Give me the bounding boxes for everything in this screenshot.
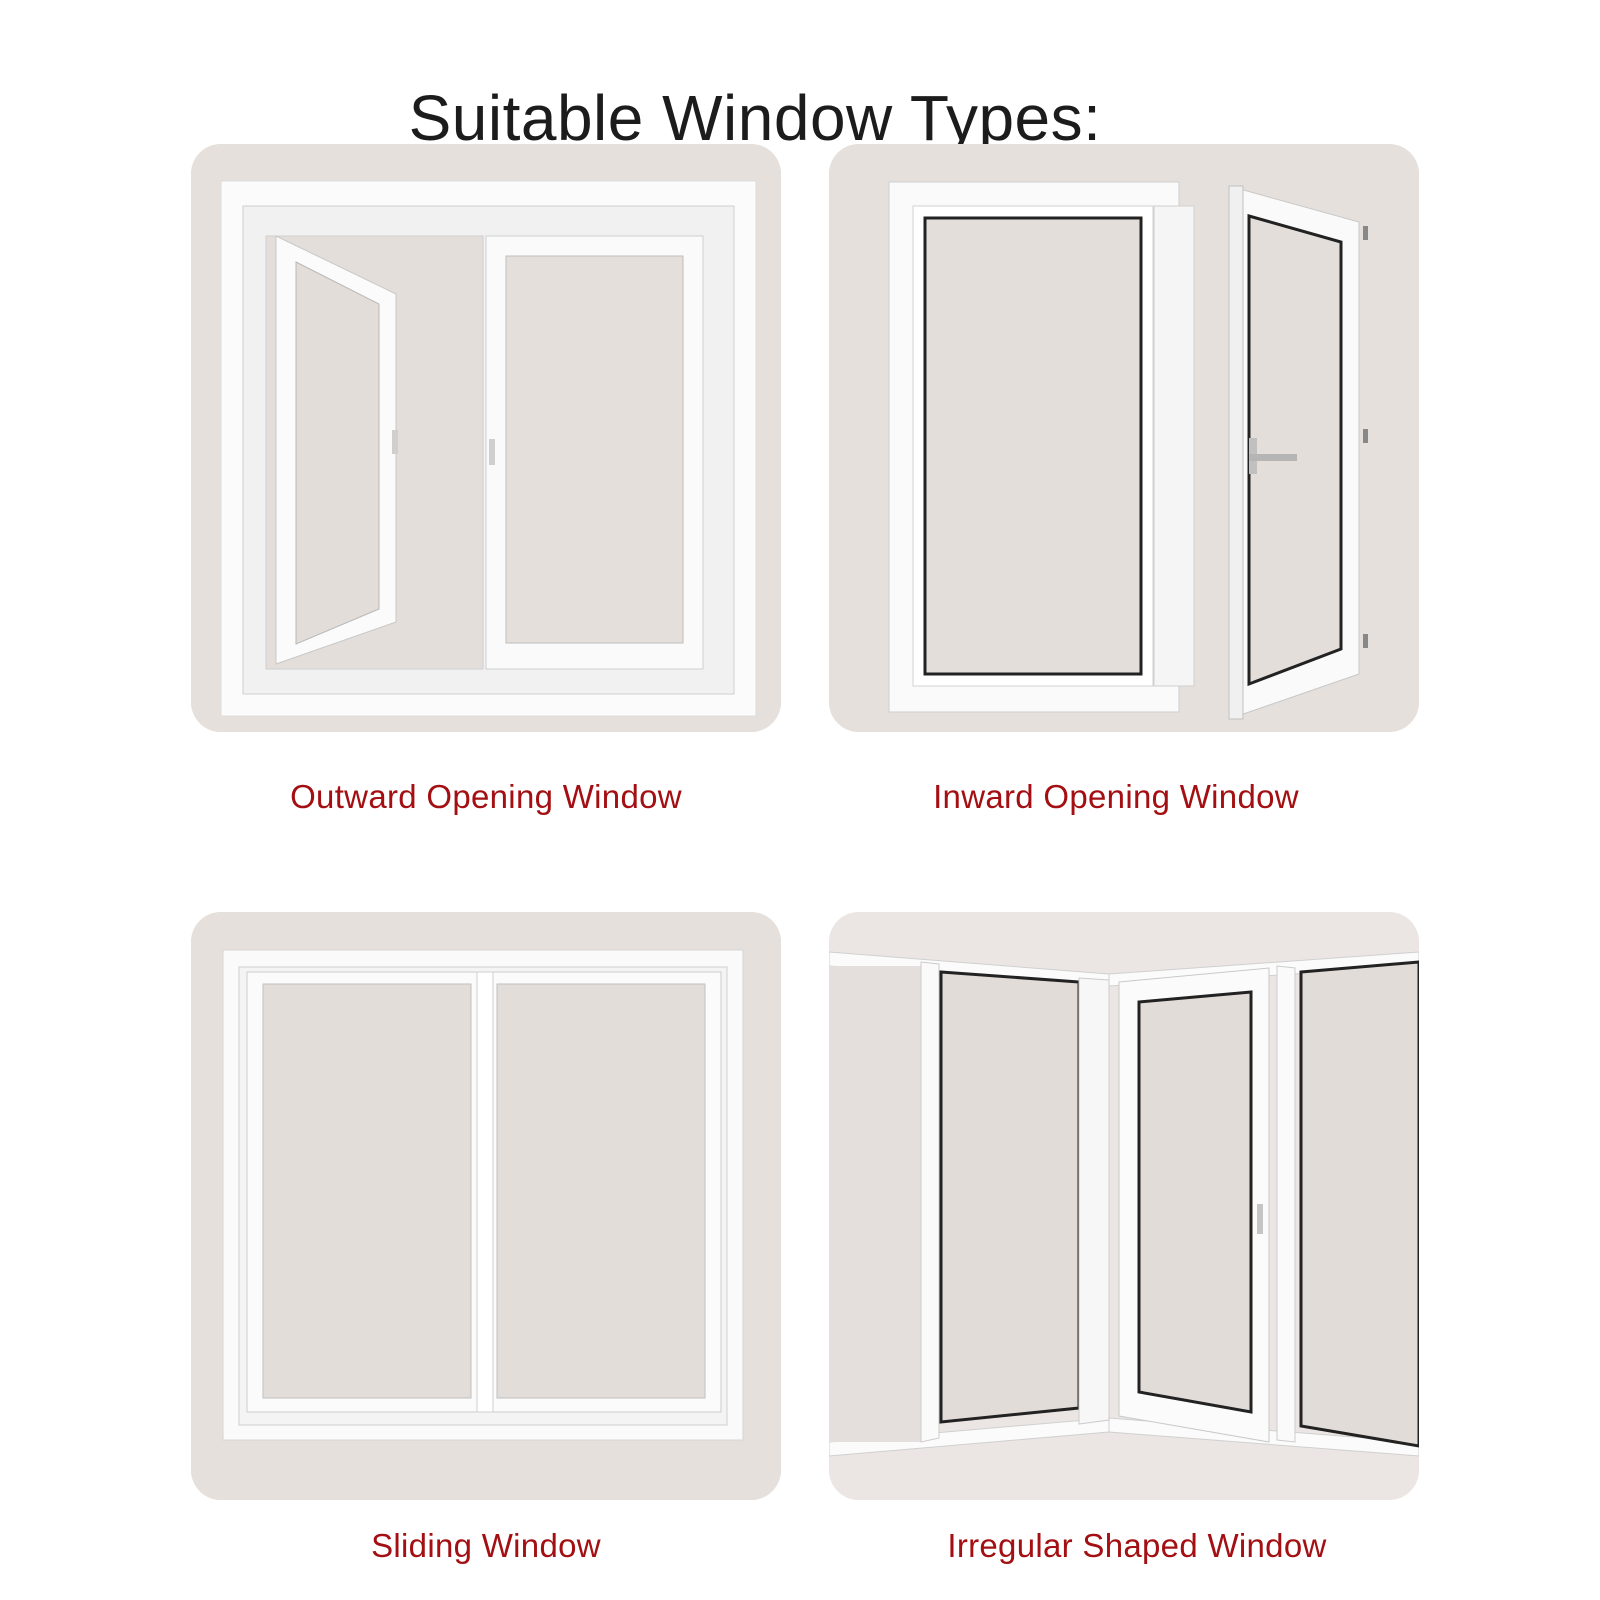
inward-opening-window-image bbox=[829, 144, 1419, 732]
caption-sliding-window: Sliding Window bbox=[371, 1527, 601, 1564]
caption-irregular-shaped-window: Irregular Shaped Window bbox=[947, 1527, 1327, 1564]
outward-opening-window-image bbox=[191, 144, 781, 732]
page-title: Suitable Window Types: bbox=[408, 81, 1102, 154]
caption-outward-opening-window: Outward Opening Window bbox=[290, 778, 682, 815]
sliding-window-image bbox=[191, 912, 781, 1500]
irregular-shaped-window-image bbox=[829, 912, 1419, 1500]
caption-inward-opening-window: Inward Opening Window bbox=[933, 778, 1299, 815]
